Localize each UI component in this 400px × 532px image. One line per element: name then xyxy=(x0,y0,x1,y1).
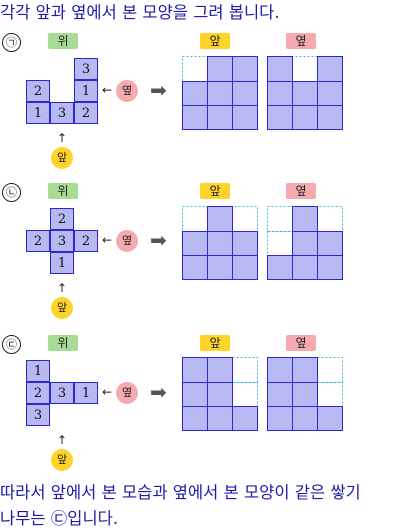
side-circle: 옆 xyxy=(116,382,138,404)
side-label: 옆 xyxy=(286,335,316,351)
top-label: 위 xyxy=(48,33,78,49)
top-cell: 2 xyxy=(74,102,98,124)
top-cell: 1 xyxy=(50,252,74,274)
front-arrow: ↑ xyxy=(57,281,68,295)
top-cell: 1 xyxy=(26,102,50,124)
conclusion-line-1: 따라서 앞에서 본 모습과 옆에서 본 모양이 같은 쌓기 xyxy=(0,483,361,502)
top-cell: 2 xyxy=(26,230,50,252)
front-view-cells xyxy=(182,206,258,280)
top-cell: 2 xyxy=(50,208,74,230)
front-circle: 앞 xyxy=(51,297,73,319)
front-label: 앞 xyxy=(200,335,230,351)
side-circle: 옆 xyxy=(116,80,138,102)
conclusion-line-2: 나무는 ㉢입니다. xyxy=(0,509,119,528)
side-label: 옆 xyxy=(286,33,316,49)
marker-nieun: ㉡ xyxy=(2,183,21,202)
right-arrow: ➡ xyxy=(150,78,167,102)
top-cell: 2 xyxy=(74,230,98,252)
top-label: 위 xyxy=(48,183,78,199)
front-arrow: ↑ xyxy=(57,131,68,145)
top-cell: 3 xyxy=(50,382,74,404)
side-view-3 xyxy=(267,357,343,431)
top-view-grid: 1 2 3 1 3 xyxy=(26,360,98,426)
front-view-1 xyxy=(182,56,258,130)
side-circle: 옆 xyxy=(116,230,138,252)
side-arrow: ← xyxy=(102,385,113,399)
top-cell: 3 xyxy=(26,404,50,426)
front-label: 앞 xyxy=(200,33,230,49)
side-view-cells xyxy=(267,357,343,431)
side-view-1 xyxy=(267,56,343,130)
top-label: 위 xyxy=(48,335,78,351)
side-label: 옆 xyxy=(286,183,316,199)
front-label: 앞 xyxy=(200,183,230,199)
right-arrow: ➡ xyxy=(150,380,167,404)
front-view-3 xyxy=(182,357,258,431)
side-view-cells xyxy=(267,56,343,130)
front-circle: 앞 xyxy=(51,147,73,169)
front-view-cells xyxy=(182,357,258,431)
marker-digeut: ㉢ xyxy=(2,335,21,354)
front-view-2 xyxy=(182,206,258,280)
top-cell: 3 xyxy=(50,230,74,252)
top-cell: 2 xyxy=(26,80,50,102)
front-arrow: ↑ xyxy=(57,433,68,447)
top-cell: 1 xyxy=(26,360,50,382)
top-view-grid: 3 2 1 1 3 2 xyxy=(26,58,98,124)
side-view-2 xyxy=(267,206,343,280)
intro-text: 각각 앞과 옆에서 본 모양을 그려 봅니다. xyxy=(0,3,280,22)
top-cell: 1 xyxy=(74,382,98,404)
top-cell: 1 xyxy=(74,80,98,102)
right-arrow: ➡ xyxy=(150,228,167,252)
side-arrow: ← xyxy=(102,83,113,97)
side-arrow: ← xyxy=(102,233,113,247)
marker-giyeok: ㉠ xyxy=(2,33,21,52)
front-view-cells xyxy=(182,56,258,130)
top-cell: 3 xyxy=(74,58,98,80)
top-cell: 3 xyxy=(50,102,74,124)
top-view-grid: 2 2 3 2 1 xyxy=(26,208,98,274)
top-cell: 2 xyxy=(26,382,50,404)
side-view-cells xyxy=(267,206,343,280)
front-circle: 앞 xyxy=(51,449,73,471)
